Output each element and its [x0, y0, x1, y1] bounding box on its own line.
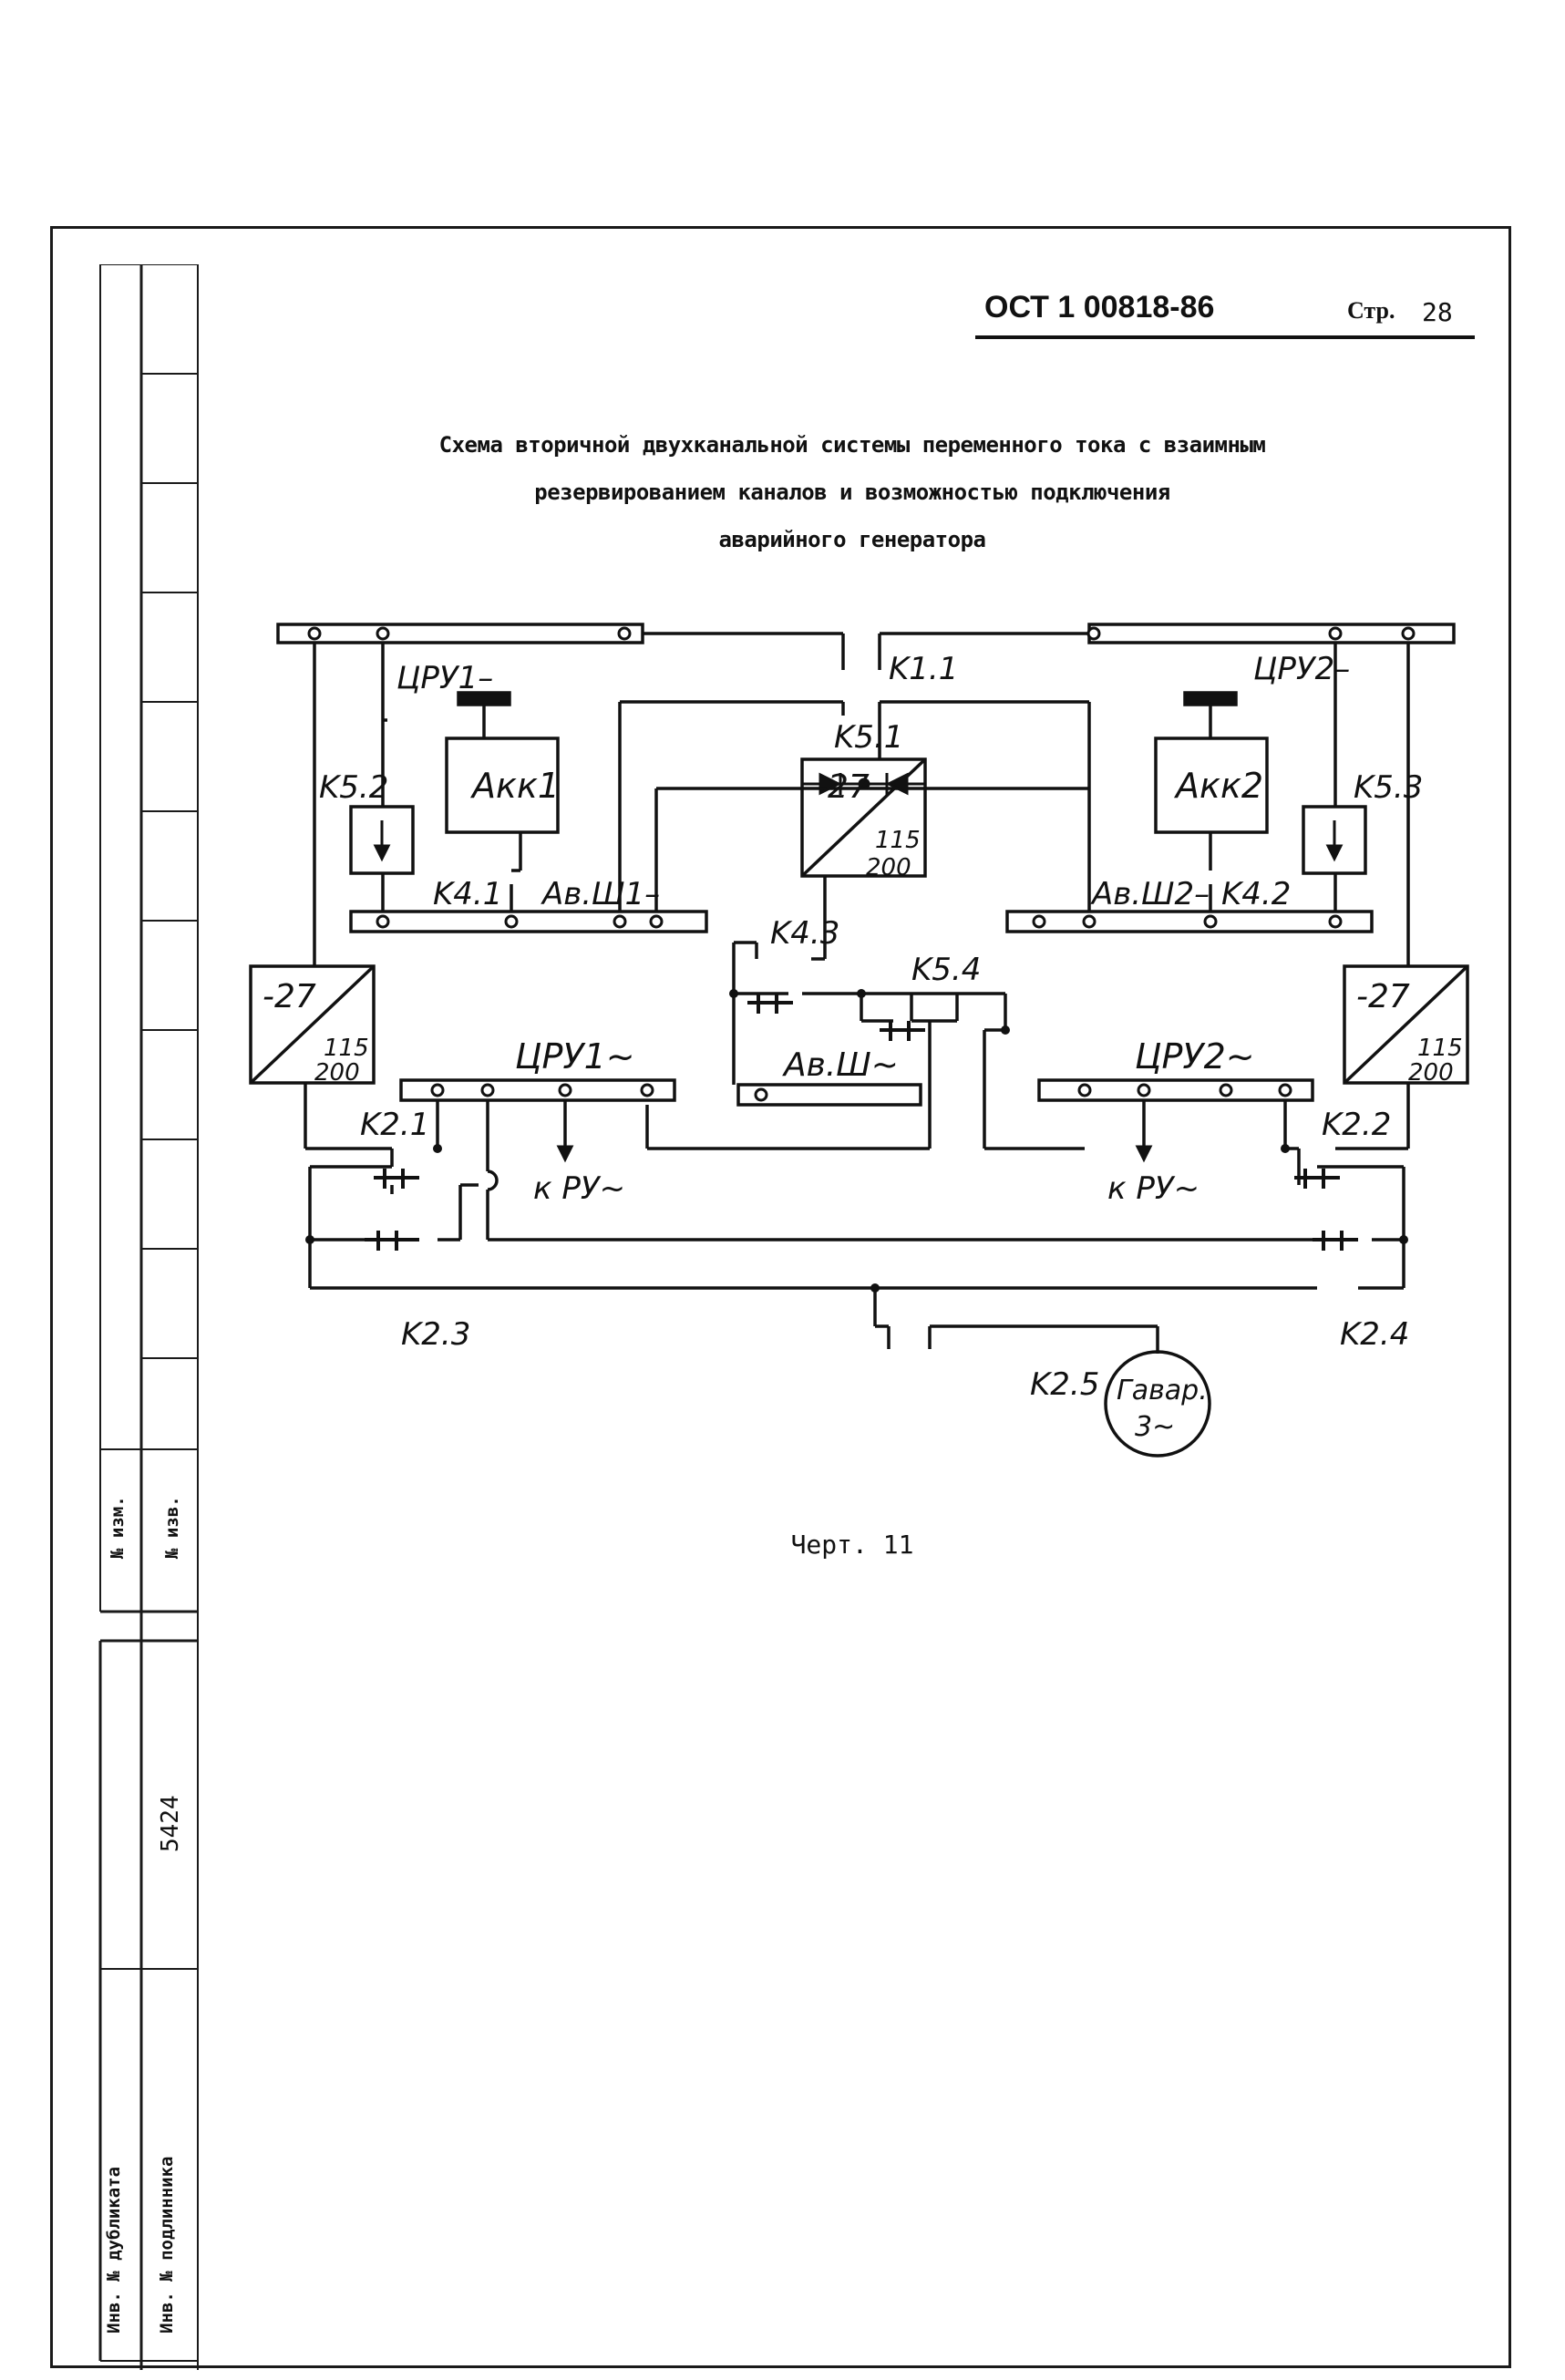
label-akk1: Акк1 [469, 766, 560, 806]
bus-avsh2 [1005, 910, 1374, 933]
battery-1 [445, 737, 560, 834]
emergency-generator [1104, 1350, 1211, 1458]
label-k24: K2.4 [1340, 1316, 1409, 1353]
circuit-diagram: K1.1 ЦРУ1– ЦРУ2– Акк1 Акк2 K5.1 K5.2 K5.… [249, 623, 1469, 1458]
stamp-inv-number: 5424 [157, 1795, 184, 1852]
stamp-izm-label: № изм. [108, 1496, 128, 1559]
label-conv-right-ac-bottom: 200 [1408, 1059, 1454, 1087]
label-avsh1: Ав.Ш1– [541, 876, 660, 912]
header-rule [975, 335, 1475, 339]
label-cru1-dc: ЦРУ1– [396, 660, 493, 696]
label-k52: K5.2 [319, 769, 388, 806]
label-akk2: Акк2 [1173, 766, 1263, 806]
bus-avsh1 [349, 910, 708, 933]
label-generator-name: Гавар. [1117, 1375, 1208, 1406]
label-cru2-ac: ЦРУ2~ [1135, 1036, 1255, 1077]
label-conv-right-dc: -27 [1356, 978, 1410, 1015]
label-k22: K2.2 [1322, 1107, 1391, 1143]
title-line-3: аварийного генератора [718, 527, 986, 552]
document-code: ОСТ 1 00818-86 [984, 290, 1215, 325]
bus-dc-left-main [276, 623, 644, 644]
title-line-1: Схема вторичной двухканальной системы пе… [438, 432, 1266, 458]
label-k25: K2.5 [1030, 1366, 1099, 1403]
label-k51: K5.1 [834, 719, 903, 756]
label-k23: K2.3 [401, 1316, 470, 1353]
label-k21: K2.1 [360, 1107, 429, 1143]
page-frame [50, 226, 1511, 2368]
bus-avsh-ac [736, 1083, 922, 1107]
stamp-inv-orig-label: Инв. № подлинника [157, 2156, 177, 2334]
converter-right [1343, 964, 1469, 1085]
label-cru1-ac: ЦРУ1~ [515, 1036, 635, 1077]
label-avsh-ac: Ав.Ш~ [782, 1046, 899, 1084]
label-k42: K4.2 [1221, 876, 1291, 912]
stamp-column [98, 264, 199, 2370]
page-label: Стр. [1347, 297, 1395, 324]
label-k53: K5.3 [1354, 769, 1423, 806]
label-kru1: к РУ~ [533, 1170, 625, 1207]
stamp-izv-label: № изв. [162, 1496, 182, 1559]
label-conv-center-ac-bottom: 200 [866, 854, 911, 881]
figure-caption: Черт. 11 [790, 1530, 914, 1560]
label-kru2: к РУ~ [1107, 1170, 1199, 1207]
bus-cru1-ac [399, 1078, 676, 1102]
label-conv-center-dc: -27 [816, 768, 870, 806]
label-generator-phase: 3~ [1135, 1411, 1175, 1443]
converter-center [800, 757, 927, 878]
title-line-2: резервированием каналов и возможностью п… [534, 479, 1170, 505]
converter-left [249, 964, 376, 1085]
label-conv-left-dc: -27 [263, 978, 316, 1015]
bus-dc-right-main [1087, 623, 1456, 644]
bus-cru2-ac [1037, 1078, 1314, 1102]
page-number: 28 [1422, 297, 1453, 327]
label-k54: K5.4 [911, 952, 981, 988]
label-k43: K4.3 [770, 915, 839, 952]
label-k11: K1.1 [889, 651, 958, 687]
label-conv-right-ac-top: 115 [1417, 1035, 1463, 1062]
label-avsh2: Ав.Ш2– [1090, 876, 1210, 912]
label-cru2-dc: ЦРУ2– [1253, 651, 1350, 687]
label-conv-left-ac-bottom: 200 [314, 1059, 360, 1087]
label-conv-center-ac-top: 115 [875, 827, 921, 854]
label-k41: K4.1 [433, 876, 502, 912]
label-conv-left-ac-top: 115 [324, 1035, 369, 1062]
stamp-inv-dup-label: Инв. № дубликата [104, 2166, 124, 2334]
